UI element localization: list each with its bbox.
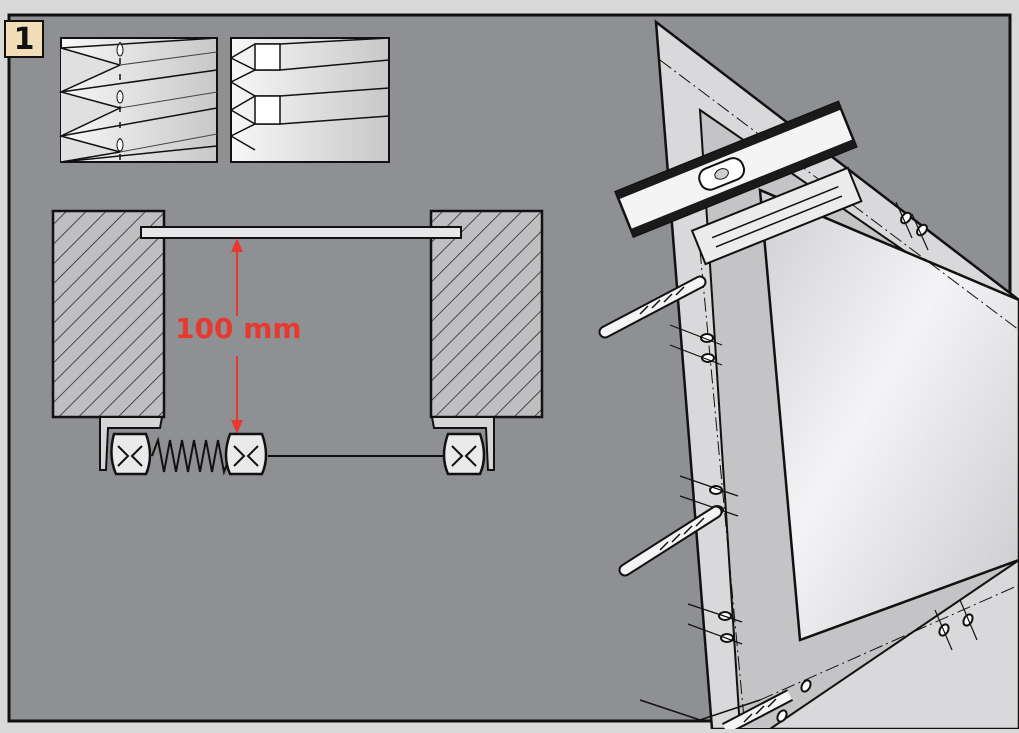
dimension-label: 100 mm <box>175 312 302 345</box>
pleated-blind-icon <box>58 37 218 163</box>
window-glass <box>758 188 1019 642</box>
dimension-arrow <box>231 238 243 434</box>
hole-guide-lines <box>669 201 978 651</box>
step-number-badge: 1 <box>4 20 44 58</box>
honeycomb-blind-icon <box>230 37 390 163</box>
drill-bit-middle <box>618 505 723 577</box>
drill-bit-bottom <box>721 689 794 733</box>
drill-bit-icon <box>598 275 707 339</box>
hatched-wall-icon <box>51 209 166 419</box>
hatched-wall-right <box>429 209 544 419</box>
mounting-bracket-right <box>430 416 495 476</box>
mounting-bracket-frame <box>690 166 863 266</box>
spirit-level-icon <box>614 100 858 239</box>
mounting-bracket-left <box>99 416 164 476</box>
window-sill-board <box>140 226 462 239</box>
tension-spring <box>151 436 231 476</box>
roof-window-frame <box>639 19 1019 731</box>
mounting-clip-middle <box>224 432 268 476</box>
